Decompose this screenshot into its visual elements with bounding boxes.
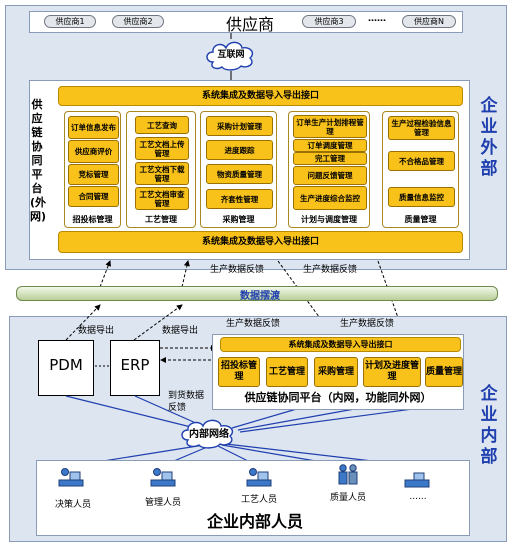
supplier-2: 供应商2	[112, 15, 164, 28]
category-purchase: 采购计划管理 进度跟踪 物资质量管理 齐套性管理 采购管理	[200, 111, 277, 228]
supplier-title: 供应商	[225, 15, 274, 34]
pdm-label: PDM	[49, 356, 83, 374]
internal-side-label: 企业内部	[480, 384, 498, 467]
item-order-scheduling: 订单生产计划排程管理	[293, 115, 367, 138]
external-side-label: 企业外部	[480, 96, 498, 179]
manager-person-icon	[150, 468, 176, 487]
category-purchase-label: 采购管理	[222, 215, 255, 224]
internal-module-process: 工艺管理	[266, 357, 308, 387]
quality-person-icon	[338, 464, 358, 485]
supplier-3: 供应商3	[302, 15, 356, 28]
people-quality: 质量人员	[329, 493, 366, 503]
item-purchase-plan: 采购计划管理	[206, 116, 273, 136]
item-doc-review: 工艺文档审查管理	[135, 187, 189, 210]
internet-label: 互联网	[217, 50, 245, 60]
internal-module-quality: 质量管理	[425, 357, 463, 387]
item-doc-upload: 工艺文档上传管理	[135, 137, 189, 160]
category-planning: 订单生产计划排程管理 订单调度管理 完工管理 问题反馈管理 生产进度综合监控 计…	[288, 111, 370, 228]
external-top-interface: 系统集成及数据导入导出接口	[58, 86, 463, 106]
arrival-feedback-label: 到货数据反馈	[168, 391, 205, 413]
item-supplier-eval: 供应商评价	[68, 140, 119, 163]
internal-export-right: 数据导出	[162, 326, 199, 336]
category-planning-label: 计划与调度管理	[301, 215, 357, 224]
erp-box	[110, 340, 160, 396]
other-person-icon	[404, 472, 430, 488]
internal-module-bidding: 招投标管理	[218, 357, 260, 387]
item-progress-track: 进度跟踪	[206, 140, 273, 160]
category-process-label: 工艺管理	[145, 215, 177, 224]
ferry-label: 数据摆渡	[240, 291, 280, 302]
item-quality-monitor: 质量信息监控	[388, 187, 455, 207]
people-manager: 管理人员	[144, 498, 181, 508]
internal-platform-caption: 供应链协同平台（内网，功能同外网）	[244, 391, 432, 404]
internal-module-planning: 计划及进度管理	[363, 357, 421, 387]
pdm-box	[38, 340, 94, 396]
external-platform-label: 供应链协同平台(外网)	[30, 98, 47, 223]
people-other: ......	[409, 492, 427, 502]
network-label: 内部网络	[189, 429, 229, 440]
ferry-feedback-right: 生产数据反馈	[303, 265, 358, 275]
internet-cloud-icon	[206, 41, 254, 71]
people-panel	[36, 460, 470, 536]
internal-interface-bar: 系统集成及数据导入导出接口	[220, 337, 461, 352]
ferry-bar	[16, 286, 498, 301]
category-process: 工艺查询 工艺文档上传管理 工艺文档下载管理 工艺文档审查管理 工艺管理	[126, 111, 196, 228]
supplier-1: 供应商1	[44, 15, 96, 28]
decision-person-icon	[58, 468, 84, 487]
ferry-feedback-left: 生产数据反馈	[210, 265, 265, 275]
process-person-icon	[246, 468, 272, 487]
internal-feedback-right: 生产数据反馈	[340, 319, 395, 329]
external-bottom-interface: 系统集成及数据导入导出接口	[58, 231, 463, 253]
item-material-quality: 物资质量管理	[206, 164, 273, 184]
item-issue-feedback: 问题反馈管理	[293, 166, 367, 185]
people-decision: 决策人员	[54, 500, 91, 510]
category-bidding-label: 招投标管理	[72, 215, 113, 224]
item-order-release: 订单信息发布	[68, 116, 119, 139]
category-bidding: 订单信息发布 供应商评价 竞标管理 合同管理 招投标管理	[64, 111, 121, 228]
internal-module-purchase: 采购管理	[314, 357, 358, 387]
item-completion: 完工管理	[293, 152, 367, 165]
erp-label: ERP	[120, 356, 150, 374]
item-kitting: 齐套性管理	[206, 189, 273, 209]
category-quality: 生产过程检验信息管理 不合格品管理 质量信息监控 质量管理	[382, 111, 459, 228]
supplier-n: 供应商N	[402, 15, 456, 28]
item-order-dispatch: 订单调度管理	[293, 139, 367, 152]
item-progress-monitor: 生产进度综合监控	[293, 186, 367, 210]
item-process-query: 工艺查询	[135, 116, 189, 134]
internal-export-left: 数据导出	[78, 326, 115, 336]
item-doc-download: 工艺文档下载管理	[135, 162, 189, 185]
item-contract: 合同管理	[68, 186, 119, 207]
category-quality-label: 质量管理	[404, 215, 437, 224]
people-process: 工艺人员	[240, 495, 277, 505]
supplier-ellipsis: ……	[368, 14, 386, 24]
item-bid-manage: 竞标管理	[68, 164, 119, 185]
people-title: 企业内部人员	[206, 512, 303, 531]
item-inspection-info: 生产过程检验信息管理	[388, 116, 455, 140]
internal-feedback-left: 生产数据反馈	[226, 319, 281, 329]
item-nonconforming: 不合格品管理	[388, 151, 455, 171]
network-cloud-icon	[181, 419, 234, 449]
